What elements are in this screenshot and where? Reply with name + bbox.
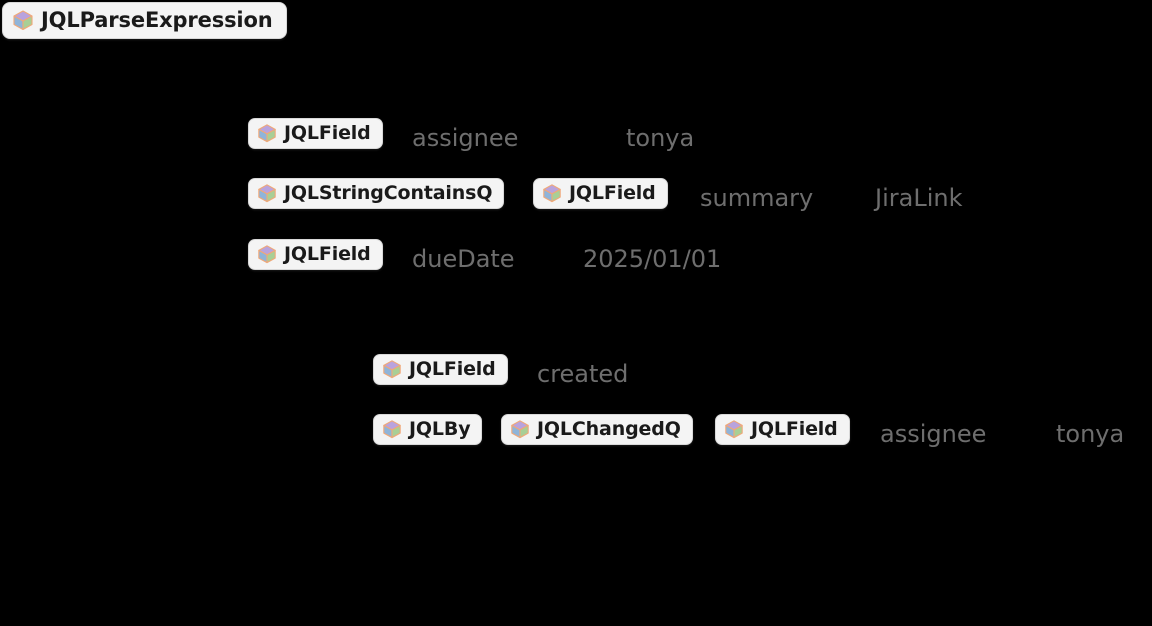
cube-icon (258, 184, 276, 203)
pill-label: JQLField (284, 121, 371, 144)
pill-label: JQLChangedQ (537, 417, 681, 440)
token-value-jiralink: JiraLink (875, 184, 963, 212)
pill-jqlfield-changed-assignee[interactable]: JQLField (715, 414, 850, 445)
cube-icon (258, 124, 276, 143)
pill-label: JQLField (751, 417, 838, 440)
pill-jqlfield-created[interactable]: JQLField (373, 354, 508, 385)
pill-label: JQLBy (409, 417, 471, 440)
pill-label: JQLParseExpression (41, 7, 273, 32)
token-value-changed-tonya: tonya (1056, 420, 1125, 448)
cube-icon (383, 420, 401, 439)
cube-icon (511, 420, 529, 439)
token-field-duedate: dueDate (412, 245, 515, 273)
pill-jqlby[interactable]: JQLBy (373, 414, 483, 445)
cube-icon (543, 184, 561, 203)
pill-jqlchangedq[interactable]: JQLChangedQ (501, 414, 693, 445)
pill-label: JQLField (284, 242, 371, 265)
cube-icon (383, 360, 401, 379)
pill-label: JQLField (409, 357, 496, 380)
cube-icon (258, 245, 276, 264)
pill-jqlfield-duedate[interactable]: JQLField (248, 239, 383, 270)
pill-jqlfield-assignee[interactable]: JQLField (248, 118, 383, 149)
cube-icon (725, 420, 743, 439)
pill-label: JQLStringContainsQ (284, 181, 493, 204)
token-field-changed-assignee: assignee (880, 420, 987, 448)
token-value-date: 2025/01/01 (583, 245, 722, 273)
token-field-summary: summary (700, 184, 814, 212)
pill-jqlstringcontainsq[interactable]: JQLStringContainsQ (248, 178, 505, 209)
pill-jqlparseexpression[interactable]: JQLParseExpression (2, 2, 287, 39)
pill-jqlfield-summary[interactable]: JQLField (533, 178, 668, 209)
token-field-created: created (537, 360, 629, 388)
pill-label: JQLField (569, 181, 656, 204)
token-value-tonya: tonya (626, 124, 695, 152)
token-field-assignee: assignee (412, 124, 519, 152)
cube-icon (13, 10, 33, 31)
